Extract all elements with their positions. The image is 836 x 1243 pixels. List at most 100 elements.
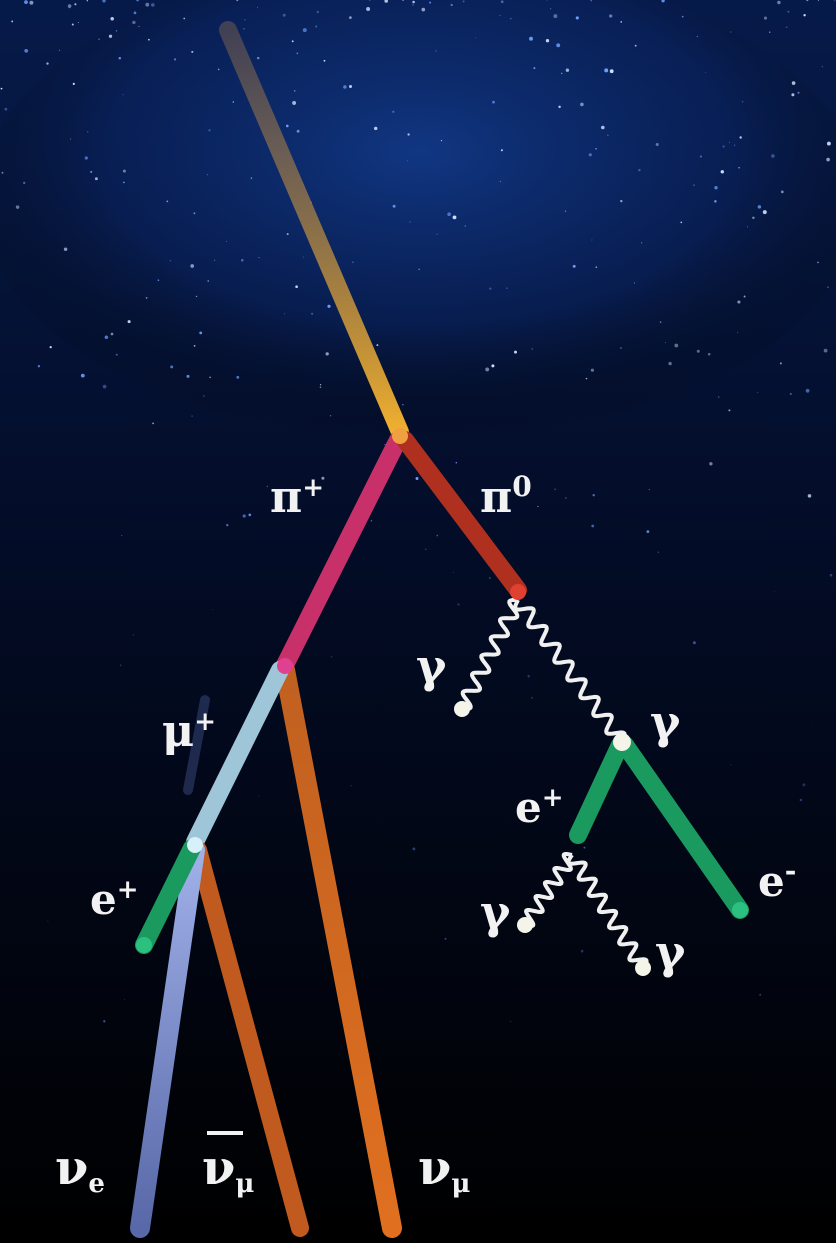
star (286, 233, 289, 236)
star (98, 38, 100, 41)
star (785, 26, 788, 29)
star (529, 36, 533, 41)
label-gamma-3: γ (480, 885, 511, 939)
star (681, 15, 684, 18)
star (24, 48, 29, 53)
star (565, 68, 570, 72)
star (152, 422, 154, 425)
star (510, 1020, 512, 1023)
star (115, 353, 118, 356)
star (491, 364, 495, 368)
star (191, 415, 193, 417)
star (509, 17, 512, 20)
vertices (136, 428, 748, 976)
star (412, 4, 414, 6)
star (285, 124, 289, 128)
star (805, 388, 810, 393)
star (648, 489, 650, 491)
star (572, 264, 576, 268)
star (588, 153, 592, 157)
star (225, 240, 227, 242)
star (72, 82, 75, 85)
star (49, 345, 52, 349)
star (738, 166, 740, 169)
star (499, 14, 501, 16)
star (206, 174, 208, 176)
star (208, 129, 211, 132)
star (591, 239, 593, 241)
muon-track (186, 661, 289, 851)
star (110, 16, 114, 21)
star (435, 50, 437, 52)
star (11, 20, 14, 23)
star (633, 282, 636, 284)
star (429, 1, 432, 4)
star (24, 0, 28, 5)
star (780, 190, 784, 194)
label-nu-mu-bar-text: νμ (202, 1140, 254, 1199)
star (436, 534, 439, 537)
star (418, 268, 420, 270)
star (369, 0, 371, 2)
star (531, 696, 533, 699)
star (771, 154, 775, 158)
star (453, 571, 455, 573)
star (499, 180, 501, 183)
star (319, 386, 322, 389)
star (823, 348, 828, 353)
tracks (130, 21, 749, 1238)
star (250, 177, 253, 179)
star (634, 44, 637, 47)
star (590, 368, 594, 372)
star (500, 149, 503, 152)
star (752, 216, 755, 220)
star (243, 28, 245, 30)
star (148, 38, 150, 41)
photon-line-3 (524, 852, 573, 928)
star (343, 85, 347, 89)
label-nu-mu-bar: νμ (202, 1131, 254, 1199)
star (236, 375, 240, 379)
star (258, 257, 260, 259)
star (80, 373, 85, 378)
star (63, 247, 68, 252)
star (802, 783, 806, 787)
star (455, 461, 458, 464)
star (757, 205, 762, 209)
star (506, 287, 508, 289)
label-mu-plus: μ+ (162, 706, 216, 757)
star (108, 34, 113, 38)
star (620, 199, 623, 203)
star (47, 920, 49, 922)
star (791, 93, 795, 97)
star (661, 0, 665, 3)
star (757, 391, 759, 394)
star (295, 285, 298, 289)
star (315, 25, 318, 28)
star (236, 0, 239, 2)
star (296, 52, 299, 55)
star (195, 295, 198, 298)
star (242, 514, 246, 518)
e-minus-track (616, 736, 749, 919)
star (415, 477, 419, 480)
star (655, 142, 659, 147)
star (734, 144, 736, 146)
star (123, 181, 125, 184)
star (86, 0, 88, 2)
star (186, 374, 190, 378)
vertex-muon (187, 837, 203, 853)
star (373, 126, 378, 131)
star (425, 548, 427, 550)
star (366, 7, 371, 11)
star (492, 100, 495, 104)
star (737, 331, 739, 333)
star (283, 313, 285, 315)
star (759, 993, 762, 996)
star (217, 68, 220, 71)
star (489, 287, 492, 290)
star (620, 347, 622, 349)
star (193, 345, 196, 347)
photon-line-2 (513, 599, 627, 743)
